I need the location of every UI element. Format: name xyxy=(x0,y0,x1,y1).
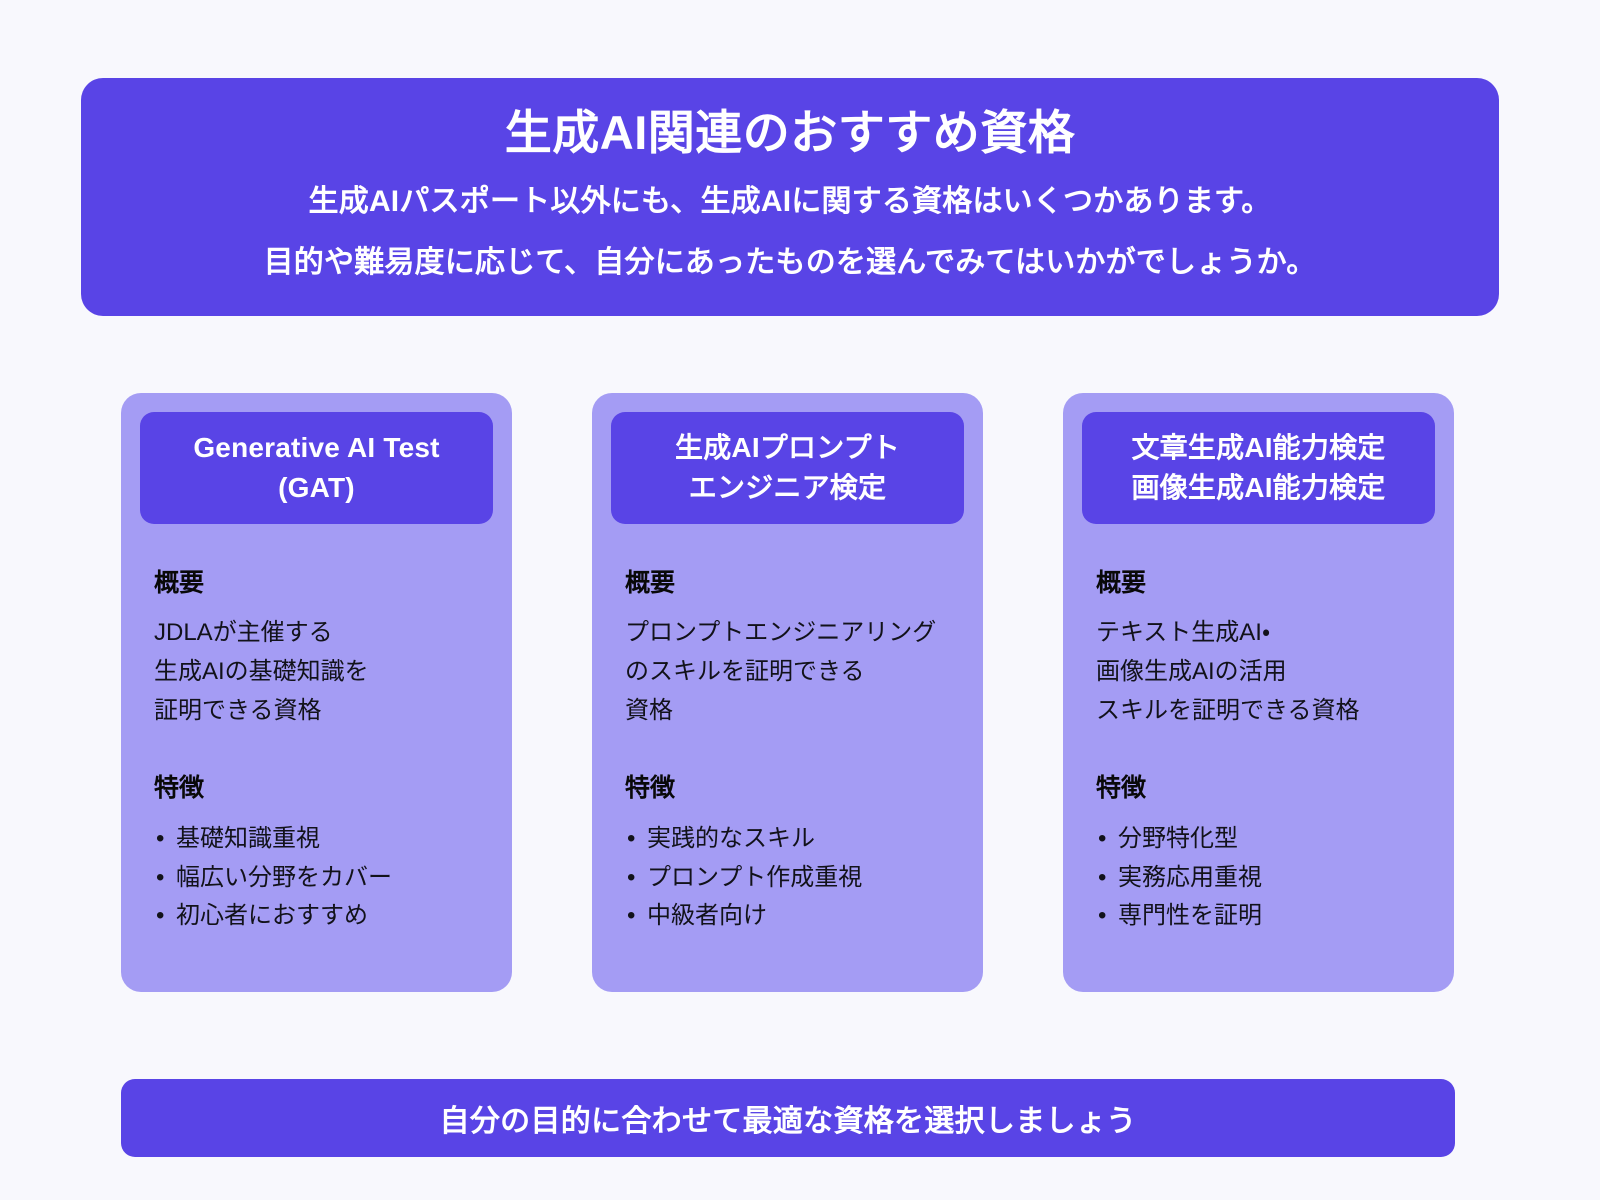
card-title: 生成AIプロンプト エンジニア検定 xyxy=(675,432,900,503)
card-body: 概要 JDLAが主催する 生成AIの基礎知識を 証明できる資格 特徴 基礎知識重… xyxy=(140,524,493,936)
list-item: 専門性を証明 xyxy=(1096,897,1421,936)
list-item: 幅広い分野をカバー xyxy=(154,859,479,898)
card-body: 概要 プロンプトエンジニアリング のスキルを証明できる 資格 特徴 実践的なスキ… xyxy=(611,524,964,936)
certification-card-gat: Generative AI Test (GAT) 概要 JDLAが主催する 生成… xyxy=(121,393,512,993)
header-banner: 生成AI関連のおすすめ資格 生成AIパスポート以外にも、生成AIに関する資格はい… xyxy=(81,78,1499,316)
card-title: 文章生成AI能力検定 画像生成AI能力検定 xyxy=(1131,432,1386,503)
features-label: 特徴 xyxy=(1096,773,1147,802)
footer-message: 自分の目的に合わせて最適な資格を選択しましょう xyxy=(439,1105,1137,1138)
features-label: 特徴 xyxy=(625,773,676,802)
certification-card-text-image-ai: 文章生成AI能力検定 画像生成AI能力検定 概要 テキスト生成AI・ 画像生成A… xyxy=(1063,393,1454,993)
list-item: 分野特化型 xyxy=(1096,820,1421,859)
header-subtitle-line-2: 目的や難易度に応じて、自分にあったものを選んでみてはいかがでしょうか。 xyxy=(263,245,1317,279)
certification-card-prompt-engineer: 生成AIプロンプト エンジニア検定 概要 プロンプトエンジニアリング のスキルを… xyxy=(592,393,983,993)
card-spacer xyxy=(140,936,493,966)
card-spacer xyxy=(611,936,964,966)
features-list: 実践的なスキル プロンプト作成重視 中級者向け xyxy=(625,820,950,937)
card-title-block: 文章生成AI能力検定 画像生成AI能力検定 xyxy=(1082,412,1435,524)
card-spacer xyxy=(1082,936,1435,966)
certification-cards-row: Generative AI Test (GAT) 概要 JDLAが主催する 生成… xyxy=(121,393,1455,993)
footer-banner: 自分の目的に合わせて最適な資格を選択しましょう xyxy=(121,1079,1455,1157)
features-list: 基礎知識重視 幅広い分野をカバー 初心者におすすめ xyxy=(154,820,479,937)
overview-label: 概要 xyxy=(1096,569,1147,597)
page-title: 生成AI関連のおすすめ資格 xyxy=(504,105,1076,159)
card-title-block: 生成AIプロンプト エンジニア検定 xyxy=(611,412,964,524)
header-subtitle-line-1: 生成AIパスポート以外にも、生成AIに関する資格はいくつかあります。 xyxy=(308,185,1272,219)
list-item: 実践的なスキル xyxy=(625,820,950,859)
overview-text: JDLAが主催する 生成AIの基礎知識を 証明できる資格 xyxy=(154,619,369,724)
features-list: 分野特化型 実務応用重視 専門性を証明 xyxy=(1096,820,1421,937)
list-item: 中級者向け xyxy=(625,897,950,936)
overview-label: 概要 xyxy=(154,569,205,597)
list-item: 基礎知識重視 xyxy=(154,820,479,859)
list-item: 初心者におすすめ xyxy=(154,897,479,936)
overview-label: 概要 xyxy=(625,569,676,597)
card-title: Generative AI Test (GAT) xyxy=(193,432,440,503)
overview-text: テキスト生成AI・ 画像生成AIの活用 スキルを証明できる資格 xyxy=(1096,619,1360,724)
features-label: 特徴 xyxy=(154,773,205,802)
list-item: プロンプト作成重視 xyxy=(625,859,950,898)
card-body: 概要 テキスト生成AI・ 画像生成AIの活用 スキルを証明できる資格 特徴 分野… xyxy=(1082,524,1435,936)
card-title-block: Generative AI Test (GAT) xyxy=(140,412,493,524)
list-item: 実務応用重視 xyxy=(1096,859,1421,898)
overview-text: プロンプトエンジニアリング のスキルを証明できる 資格 xyxy=(625,619,937,724)
